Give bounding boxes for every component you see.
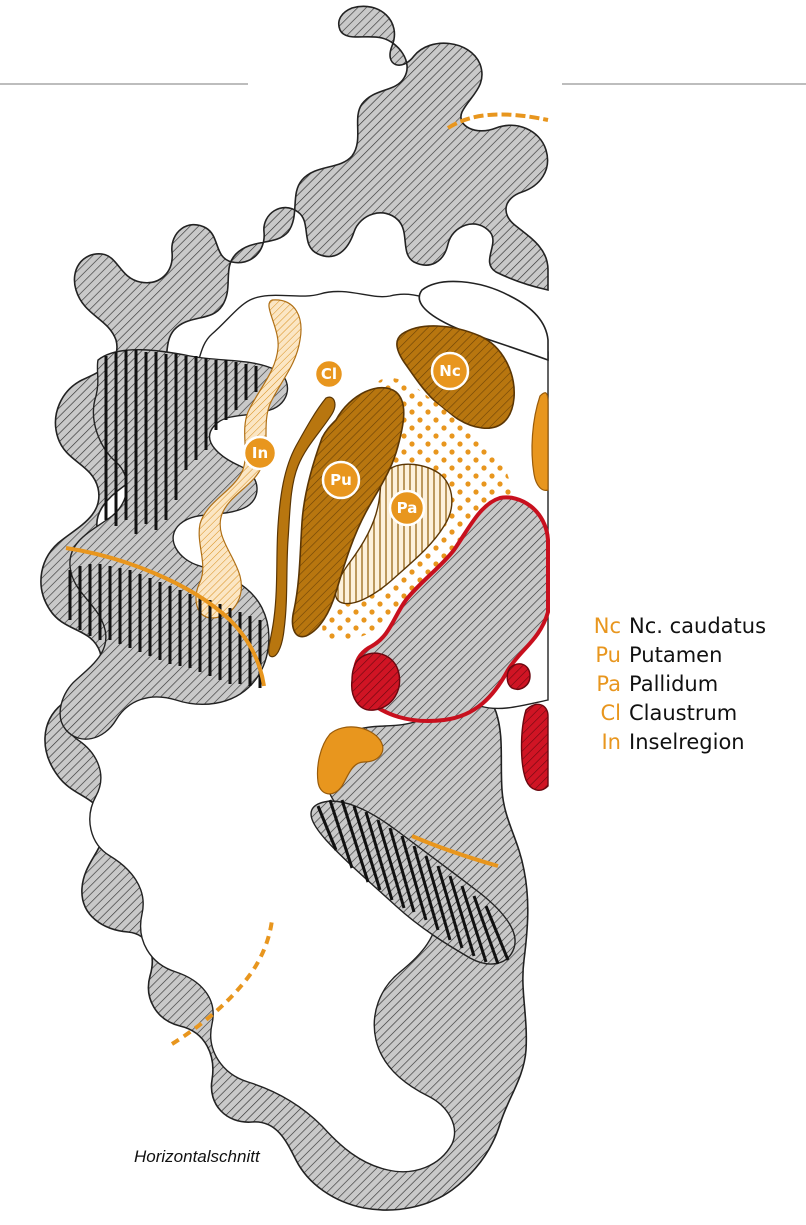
legend-name: Pallidum bbox=[629, 672, 718, 696]
legend-row-pa: Pa Pallidum bbox=[585, 670, 766, 699]
legend-abbr: Cl bbox=[585, 699, 621, 728]
label-in: In bbox=[244, 437, 276, 469]
label-cl: Cl bbox=[315, 360, 343, 388]
svg-text:In: In bbox=[252, 444, 268, 462]
legend-name: Inselregion bbox=[629, 730, 745, 754]
legend-abbr: In bbox=[585, 728, 621, 757]
caption: Horizontalschnitt bbox=[134, 1147, 261, 1166]
svg-text:Pu: Pu bbox=[330, 471, 352, 489]
svg-text:Pa: Pa bbox=[397, 499, 418, 517]
red-structure-far-right bbox=[522, 704, 549, 790]
legend-row-nc: Nc Nc. caudatus bbox=[585, 612, 766, 641]
red-nucleus-right bbox=[507, 664, 530, 689]
legend-row-pu: Pu Putamen bbox=[585, 641, 766, 670]
legend-name: Nc. caudatus bbox=[629, 614, 766, 638]
legend-name: Putamen bbox=[629, 643, 722, 667]
label-pu: Pu bbox=[323, 462, 359, 498]
legend-name: Claustrum bbox=[629, 701, 737, 725]
label-nc: Nc bbox=[432, 353, 468, 389]
legend-abbr: Nc bbox=[585, 612, 621, 641]
svg-text:Nc: Nc bbox=[439, 362, 460, 380]
legend-abbr: Pa bbox=[585, 670, 621, 699]
label-pa: Pa bbox=[390, 491, 424, 525]
legend-abbr: Pu bbox=[585, 641, 621, 670]
legend-row-cl: Cl Claustrum bbox=[585, 699, 766, 728]
legend-row-in: In Inselregion bbox=[585, 728, 766, 757]
svg-text:Cl: Cl bbox=[321, 365, 337, 383]
